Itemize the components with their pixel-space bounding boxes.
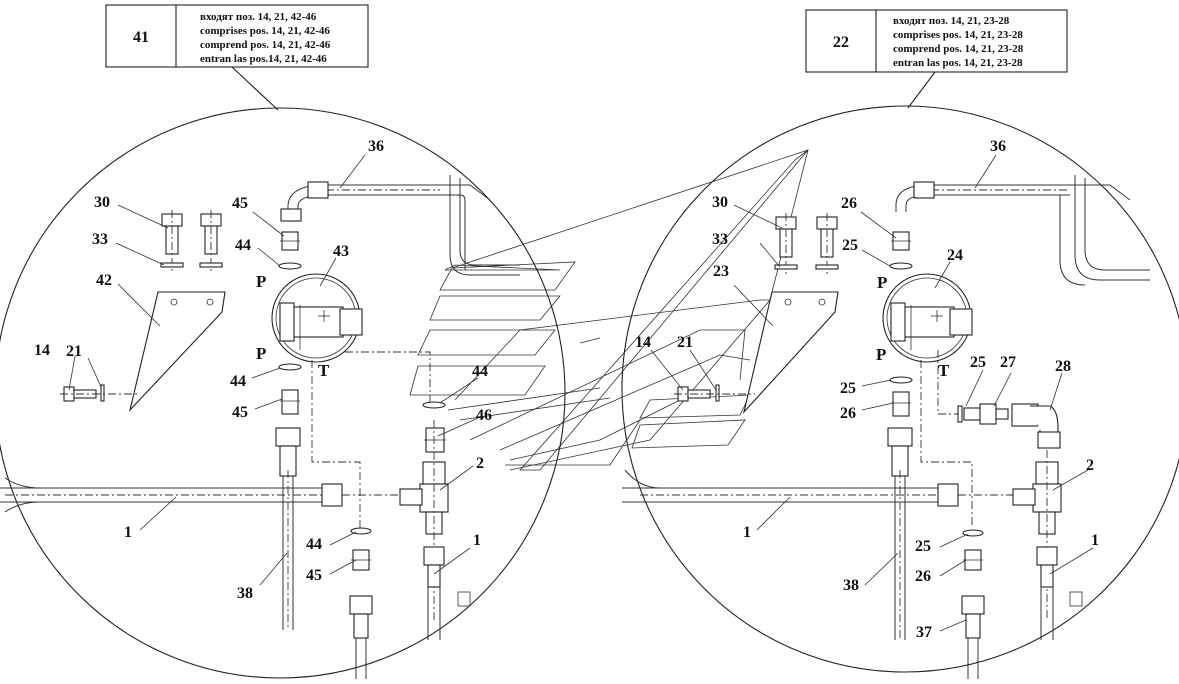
port-p-right-bottom: P [876,345,886,364]
right-header-line-en: comprises pos. 14, 21, 23-28 [893,29,1023,41]
label-42-left: 42 [96,272,112,289]
left-detail-circle [0,107,566,679]
label-45-left-top: 45 [232,195,248,212]
left-header-line-en: comprises pos. 14, 21, 42-46 [200,25,330,37]
label-38-left: 38 [237,585,253,602]
label-38-right: 38 [843,577,859,594]
label-1-right-fitting: 1 [1091,532,1099,549]
label-30-left: 30 [94,194,110,211]
left-part-labels: 36 30 45 44 43 33 42 P P T 14 21 44 45 4… [34,138,492,602]
label-23-right: 23 [713,263,729,280]
label-44-left-bottom: 44 [306,536,322,553]
label-27-right: 27 [1000,354,1016,371]
label-14-right: 14 [635,334,651,351]
label-26-right-bottom: 26 [915,568,931,585]
label-25-right-mid: 25 [840,380,856,397]
label-36-left: 36 [368,138,384,155]
left-leader-lines [68,154,479,586]
right-header-number: 22 [833,34,849,51]
port-p-left-bottom: P [256,344,266,363]
label-25-right-top: 25 [842,237,858,254]
right-part-labels: 36 30 26 33 25 24 23 P P T 14 21 25 25 2… [635,138,1099,641]
label-2-right: 2 [1086,457,1094,474]
left-header-line-ru: входят поз. 14, 21, 42-46 [200,11,317,23]
left-header-box: 41 входят поз. 14, 21, 42-46 comprises p… [105,4,369,111]
right-assembly [622,175,1150,679]
label-46-left: 46 [476,407,492,424]
port-p-left-top: P [256,272,266,291]
label-26-right-top: 26 [841,195,857,212]
label-26-right-mid: 26 [840,405,856,422]
label-45-left-bottom: 45 [306,567,322,584]
label-25-right-hose: 25 [970,354,986,371]
port-p-right-top: P [877,273,887,292]
left-header-line-fr: comprend pos. 14, 21, 42-46 [200,39,331,51]
label-36-right: 36 [990,138,1006,155]
right-header-line-fr: comprend pos. 14, 21, 23-28 [893,43,1024,55]
label-33-left: 33 [92,231,108,248]
right-header-box: 22 входят поз. 14, 21, 23-28 comprises p… [805,9,1068,109]
label-25-right-bottom: 25 [915,538,931,555]
label-44-left-right: 44 [472,363,488,380]
label-14-left: 14 [34,342,50,359]
label-33-right: 33 [712,231,728,248]
label-43-left: 43 [333,243,349,260]
label-37-right: 37 [916,624,932,641]
label-2-left: 2 [476,455,484,472]
left-header-number: 41 [133,29,149,46]
label-28-right: 28 [1055,358,1071,375]
label-1-left-fitting: 1 [473,532,481,549]
label-44-left-mid: 44 [230,373,246,390]
label-1-left-pipe: 1 [124,524,132,541]
label-1-right-pipe: 1 [743,524,751,541]
label-21-right: 21 [677,334,693,351]
right-header-line-ru: входят поз. 14, 21, 23-28 [893,15,1010,27]
left-assembly [0,175,520,679]
label-30-right: 30 [712,194,728,211]
label-24-right: 24 [947,247,963,264]
right-detail-circle [621,105,1179,673]
label-44-left-top: 44 [235,237,251,254]
right-leader-lines [650,154,1094,632]
left-header-line-es: entran las pos.14, 21, 42-46 [200,53,327,65]
right-header-line-es: entran las pos. 14, 21, 23-28 [893,57,1023,69]
label-45-left-mid: 45 [232,404,248,421]
port-t-left: T [318,361,330,380]
label-21-left: 21 [66,343,82,360]
port-t-right: T [938,361,950,380]
